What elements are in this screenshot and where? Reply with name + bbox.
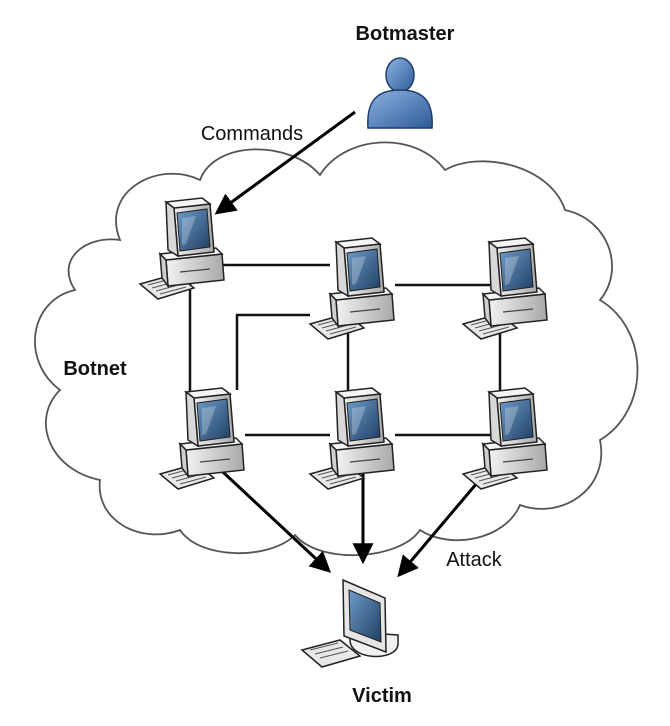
botnet-label: Botnet xyxy=(63,358,127,380)
botmaster-label: Botmaster xyxy=(356,23,455,45)
victim-label: Victim xyxy=(352,685,412,707)
network-links xyxy=(188,263,502,437)
botnet-cloud xyxy=(34,141,639,557)
attack-label: Attack xyxy=(446,549,503,571)
flat-monitor-icon xyxy=(300,578,399,668)
user-icon xyxy=(367,57,433,129)
command-arrow xyxy=(214,110,356,215)
commands-label: Commands xyxy=(201,123,303,145)
